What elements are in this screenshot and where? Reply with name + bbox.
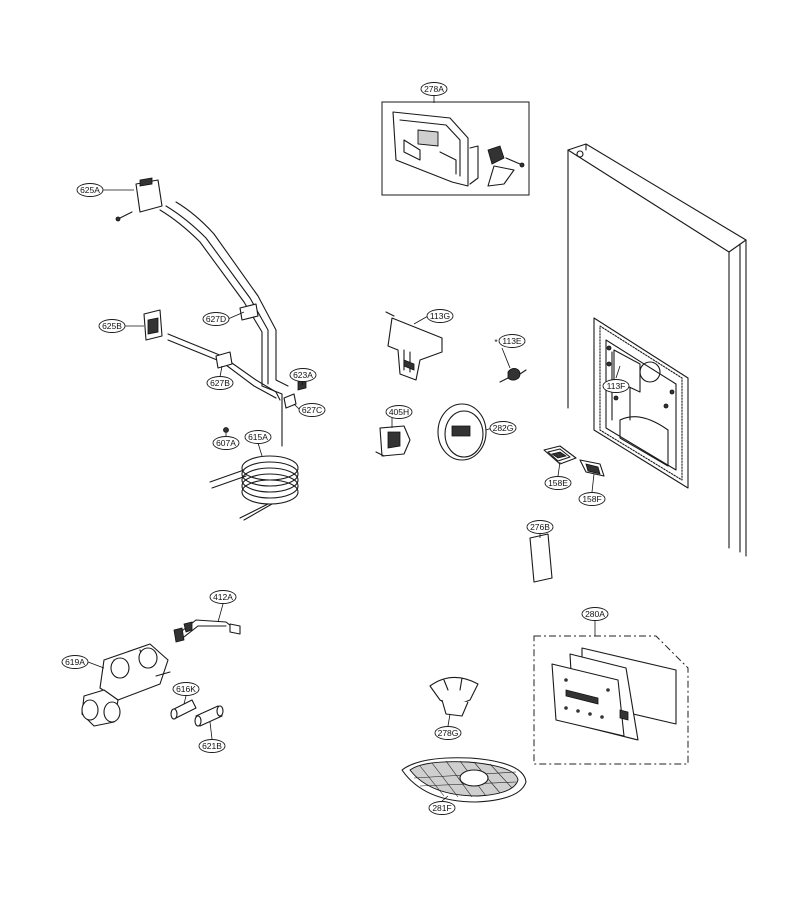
label-627D: 627D (202, 312, 230, 326)
label-113F: 113F (602, 379, 630, 393)
part-278A-dispenser-housing (381, 101, 530, 196)
label-621B: 621B (198, 739, 226, 753)
part-607A-fitting (223, 427, 229, 433)
svg-text:278G: 278G (438, 728, 459, 738)
label-607A: 607A (212, 436, 240, 450)
svg-text:278A: 278A (424, 84, 444, 94)
svg-text:405H: 405H (389, 407, 409, 417)
svg-text:113E: 113E (502, 336, 522, 346)
part-280A-control-panel (533, 635, 689, 765)
part-412A-wire-harness (173, 619, 241, 643)
label-615A: 615A (244, 430, 272, 444)
svg-text:280A: 280A (585, 609, 605, 619)
part-158F-button (579, 459, 605, 477)
label-412A: 412A (209, 590, 237, 604)
svg-text:113F: 113F (607, 381, 626, 391)
svg-text:412A: 412A (213, 592, 233, 602)
label-627B: 627B (206, 376, 234, 390)
svg-text:113G: 113G (430, 311, 450, 321)
svg-text:619A: 619A (65, 657, 85, 667)
part-158E-housing (543, 445, 577, 465)
part-615A-tube-coil (209, 455, 299, 521)
svg-text:615A: 615A (248, 432, 268, 442)
part-113E-spring (499, 368, 527, 383)
label-278A: 278A (420, 82, 448, 96)
label-281F: 281F (428, 801, 456, 815)
svg-text:627C: 627C (302, 405, 322, 415)
label-280A: 280A (581, 607, 609, 621)
svg-text:621B: 621B (202, 741, 222, 751)
svg-text:158E: 158E (548, 478, 568, 488)
leader-lines (87, 95, 621, 802)
label-158F: 158F (578, 492, 606, 506)
label-276B: 276B (526, 520, 554, 534)
svg-text:276B: 276B (530, 522, 550, 532)
part-627-water-tubes (159, 201, 307, 447)
svg-text:*: * (494, 337, 498, 347)
part-278G-funnel (429, 676, 479, 717)
part-625B-clip (143, 309, 163, 341)
svg-text:625B: 625B (102, 321, 122, 331)
label-619A: 619A (61, 655, 89, 669)
label-625B: 625B (98, 319, 126, 333)
svg-text:282G: 282G (493, 423, 514, 433)
label-625A: 625A (76, 183, 104, 197)
svg-text:627B: 627B (210, 378, 230, 388)
part-113G-bracket (385, 311, 443, 381)
part-405H-actuator (375, 425, 411, 457)
part-281F-drip-tray (401, 757, 527, 803)
part-625A-bracket (115, 177, 163, 222)
part-619A-water-valve (81, 643, 171, 727)
label-113G: 113G (426, 309, 454, 323)
label-627C: 627C (298, 403, 326, 417)
svg-text:281F: 281F (432, 803, 451, 813)
svg-text:607A: 607A (216, 438, 236, 448)
part-616K-fitting (170, 699, 197, 720)
svg-text:627D: 627D (206, 314, 226, 324)
label-616K: 616K (172, 682, 200, 696)
label-282G: 282G (489, 421, 517, 435)
label-158E: 158E (544, 476, 572, 490)
refrigerator-door (567, 143, 747, 557)
svg-text:616K: 616K (176, 684, 196, 694)
label-113E: 113E * (494, 334, 526, 348)
part-282G-paddle (437, 403, 487, 461)
label-623A: 623A (289, 368, 317, 382)
svg-text:625A: 625A (80, 185, 100, 195)
part-276B-insert (529, 533, 553, 583)
label-278G: 278G (434, 726, 462, 740)
svg-text:623A: 623A (293, 370, 313, 380)
part-621B-adapter (194, 705, 224, 727)
svg-text:158F: 158F (582, 494, 601, 504)
label-405H: 405H (385, 405, 413, 419)
